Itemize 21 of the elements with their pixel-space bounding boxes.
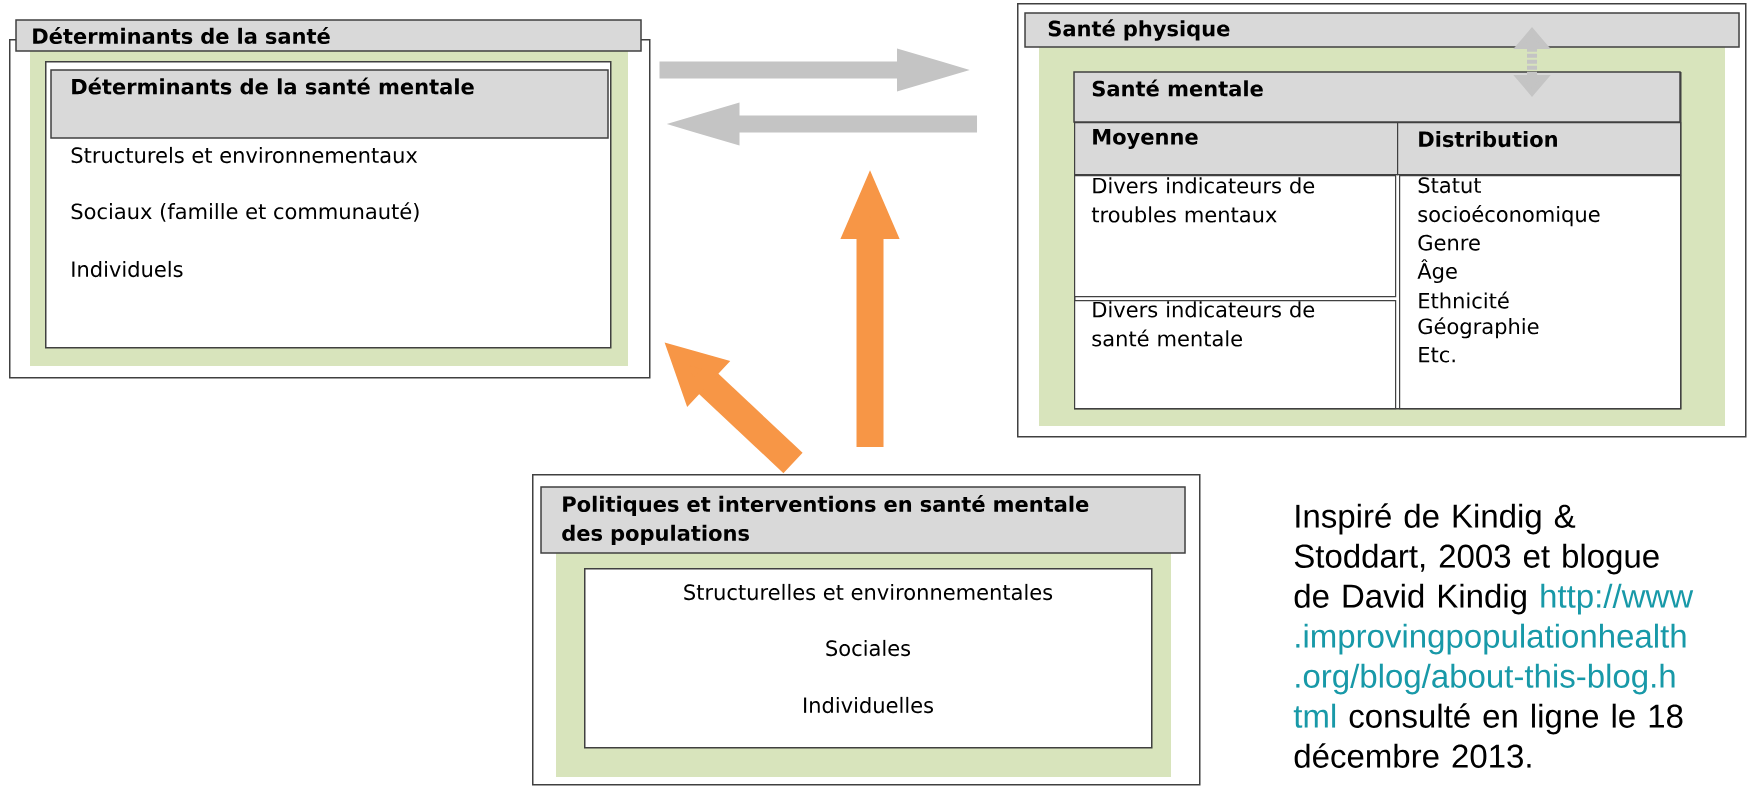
list-item: Individuelles <box>804 696 933 714</box>
list-item: Ethnicité <box>1419 291 1509 309</box>
list-item: Âge <box>1417 259 1457 284</box>
list-item: Sociaux (famille et communauté) <box>71 202 419 222</box>
list-item: Structurels et environnementaux <box>71 146 418 164</box>
header-bar: Politiques et interventions en santé mentale des populations <box>540 486 1186 554</box>
table-cell: Divers indicateurs de santé mentale <box>1074 300 1397 410</box>
list-item: Statut socioéconomique <box>1418 177 1600 227</box>
citation-text: Inspiré de Kindig & Stoddart, 2003 et blogue de David Kindig http://www.improvingpopulationhealth.org/blog/about-this-blog.html consulté en ligne le 18 décembre 2013. <box>1293 503 1694 768</box>
list-item: Sociales <box>826 639 911 657</box>
header-bar: Déterminants de la santé mentale <box>50 69 609 139</box>
list-item: Structurelles et environnementales <box>684 583 1053 601</box>
table-cell: Divers indicateurs de troubles mentaux <box>1074 175 1397 298</box>
list-item: Géographie <box>1418 317 1539 339</box>
header-bar: Santé physique <box>1024 12 1740 48</box>
list-item: Genre <box>1418 234 1480 251</box>
table-header-cell: Moyenne <box>1074 122 1399 176</box>
table-header-cell: Distribution <box>1397 122 1682 176</box>
list-item: Etc. <box>1419 346 1455 363</box>
list-item: Individuels <box>72 260 183 278</box>
header-bar: Déterminants de la santé <box>15 19 642 52</box>
